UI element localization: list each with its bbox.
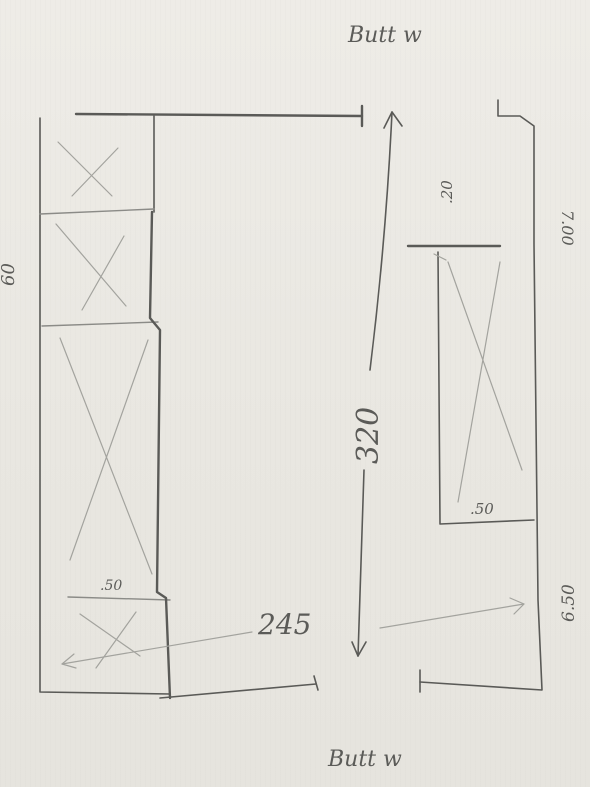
width-arrow-left-head — [61, 653, 77, 669]
strip-divider-3 — [67, 596, 171, 601]
height-arrow-bottom-head — [351, 641, 367, 657]
bottom-left-wall-end — [313, 675, 319, 691]
bottom-left-wall-line — [159, 683, 317, 699]
right-top-label: 7.00 — [558, 210, 577, 246]
left-outer-outline — [39, 117, 171, 695]
right-bottom-label: 6.50 — [559, 584, 579, 622]
inner-box-outline — [437, 251, 535, 525]
strip-inner-wall — [148, 210, 172, 700]
width-arrow-right-segment — [379, 603, 525, 629]
top-left-wall-line — [74, 112, 364, 118]
inner-bottom-label: .50 — [470, 500, 494, 518]
cross-box-1 — [57, 141, 119, 197]
width-arrow-left-segment — [61, 631, 253, 665]
left-small-label: .50 — [100, 578, 122, 594]
height-arrow-top-segment — [369, 111, 393, 371]
strip-divider-2 — [41, 321, 159, 327]
strip-divider-1 — [39, 208, 155, 215]
width-arrow-right-head — [509, 597, 525, 615]
width-bottom-label: 245 — [257, 608, 311, 641]
inner-top-label: .20 — [438, 180, 456, 204]
cross-box-4 — [79, 611, 141, 669]
cross-box-3 — [59, 337, 153, 575]
height-left-label: 60 — [0, 263, 19, 286]
inner-box-cross — [447, 261, 523, 503]
inner-box-corner-tick — [433, 253, 447, 261]
height-arrow-bottom-segment — [357, 469, 365, 657]
height-center-label: 320 — [351, 407, 386, 464]
cross-box-2 — [55, 223, 127, 311]
height-arrow-top-head — [383, 111, 403, 129]
right-wall-outline — [419, 99, 543, 691]
top-title: Butt w — [347, 23, 422, 48]
bottom-title: Butt w — [327, 747, 402, 772]
